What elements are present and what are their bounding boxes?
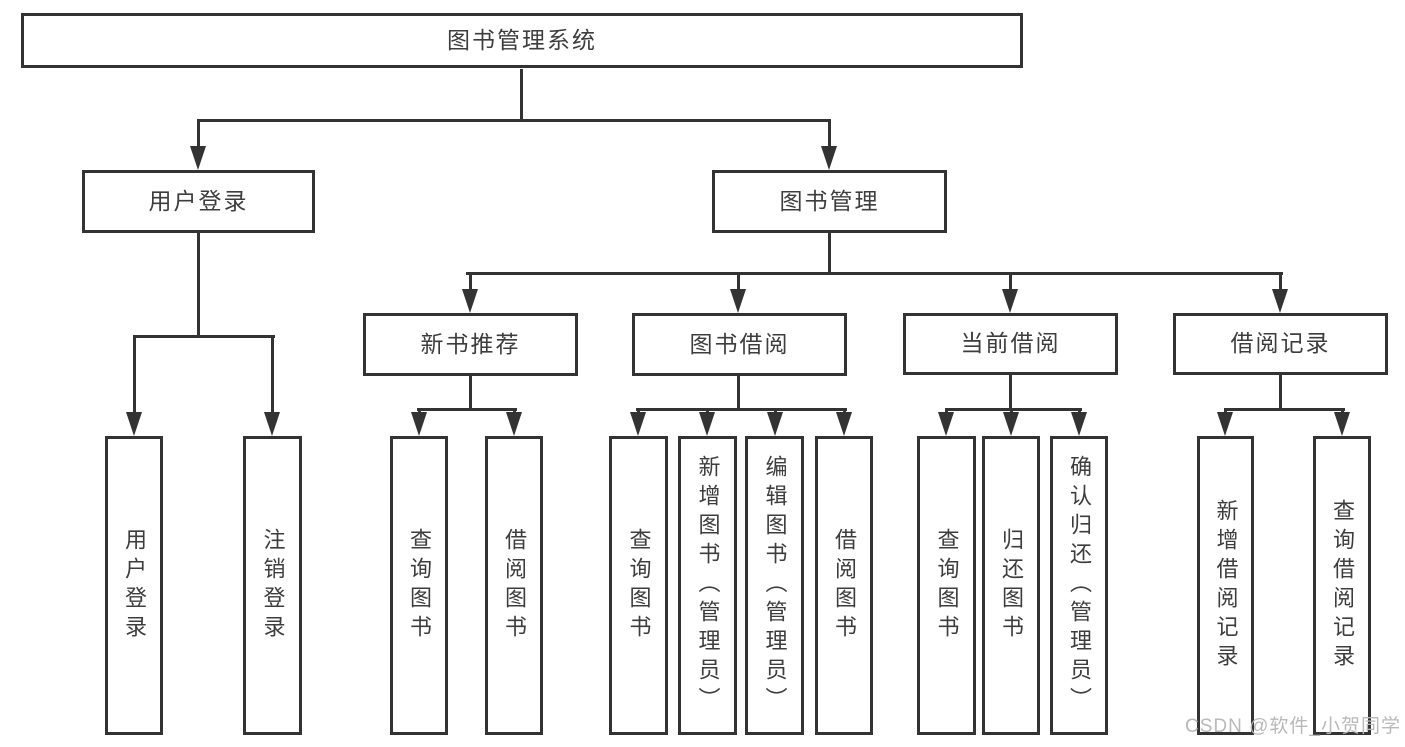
connector-stem [737,272,740,293]
arrowhead-down [1334,412,1350,436]
connector-stem [133,335,136,416]
arrowhead-down [1071,412,1087,436]
arrowhead-down [190,146,206,170]
arrowhead-down [126,412,142,436]
leaf-query-books-borrow-label: 查询图书 [626,527,652,644]
leaf-add-borrow-record-label: 新增借阅记录 [1213,498,1239,673]
connector-stem [197,119,200,150]
leaf-add-books-admin-label: 新增图书（管理员） [695,455,721,716]
node-book-management-label: 图书管理 [779,187,880,214]
arrowhead-down [699,412,715,436]
connector-stem [1279,272,1282,293]
node-book-management: 图书管理 [712,170,947,233]
connector-line [737,376,740,410]
leaf-add-borrow-record: 新增借阅记录 [1197,436,1254,735]
leaf-add-books-admin: 新增图书（管理员） [678,436,737,735]
connector-line [520,69,523,120]
arrowhead-down [836,412,852,436]
node-borrow-records-label: 借阅记录 [1230,330,1331,357]
leaf-query-borrow-record: 查询借阅记录 [1313,436,1371,735]
leaf-query-books-current-label: 查询图书 [934,527,960,644]
connector-line [1224,408,1345,411]
arrowhead-down [264,412,280,436]
connector-line [466,272,1283,275]
connector-line [1009,375,1012,410]
leaf-confirm-return-admin-label: 确认归还（管理员） [1067,455,1092,716]
connector-line [469,376,472,410]
leaf-borrow-books-borrow-label: 借阅图书 [832,527,857,644]
leaf-query-books-current: 查询图书 [917,436,976,735]
arrowhead-down [1002,289,1018,313]
leaf-query-books-borrow: 查询图书 [609,436,668,735]
leaf-user-login: 用户登录 [105,436,163,735]
node-current-borrowing-label: 当前借阅 [960,330,1061,357]
leaf-query-books-recommend-label: 查询图书 [407,527,432,644]
leaf-borrow-books-recommend: 借阅图书 [485,436,543,735]
leaf-borrow-books-borrow: 借阅图书 [815,436,873,735]
node-user-login: 用户登录 [82,170,315,233]
connector-line [828,233,831,274]
arrowhead-down [1217,412,1233,436]
arrowhead-down [462,289,478,313]
arrowhead-down [821,146,837,170]
leaf-return-books: 归还图书 [982,436,1040,735]
arrowhead-down [938,412,954,436]
arrowhead-down [630,412,646,436]
node-book-borrowing-label: 图书借阅 [689,330,790,357]
arrowhead-down [767,412,783,436]
leaf-edit-books-admin-label: 编辑图书（管理员） [762,455,788,716]
connector-stem [469,272,472,293]
leaf-return-books-label: 归还图书 [999,527,1024,644]
watermark: CSDN @软件_小贺同学 [1185,716,1401,737]
node-new-book-recommend: 新书推荐 [363,313,578,376]
connector-line [133,335,275,338]
node-book-borrowing: 图书借阅 [632,313,847,376]
node-root-label: 图书管理系统 [447,26,597,53]
arrowhead-down [411,412,427,436]
leaf-query-borrow-record-label: 查询借阅记录 [1330,498,1355,673]
connector-line [1279,375,1282,410]
leaf-edit-books-admin: 编辑图书（管理员） [745,436,804,735]
leaf-logout-label: 注销登录 [260,527,286,644]
node-root: 图书管理系统 [21,13,1023,68]
arrowhead-down [1272,289,1288,313]
leaf-query-books-recommend: 查询图书 [390,436,448,735]
arrowhead-down [506,412,522,436]
node-borrow-records: 借阅记录 [1173,313,1388,375]
leaf-user-login-label: 用户登录 [122,527,147,644]
node-current-borrowing: 当前借阅 [903,313,1118,375]
connector-stem [828,119,831,150]
node-user-login-label: 用户登录 [148,187,249,214]
leaf-confirm-return-admin: 确认归还（管理员） [1050,436,1108,735]
connector-line [945,408,1082,411]
leaf-logout: 注销登录 [243,436,302,735]
leaf-borrow-books-recommend-label: 借阅图书 [502,527,527,644]
connector-line [417,408,517,411]
connector-line [636,408,847,411]
node-new-book-recommend-label: 新书推荐 [420,330,521,357]
arrowhead-down [730,289,746,313]
connector-line [197,119,830,122]
connector-line [197,233,200,337]
connector-stem [1009,272,1012,293]
arrowhead-down [1003,412,1019,436]
connector-stem [271,335,274,416]
